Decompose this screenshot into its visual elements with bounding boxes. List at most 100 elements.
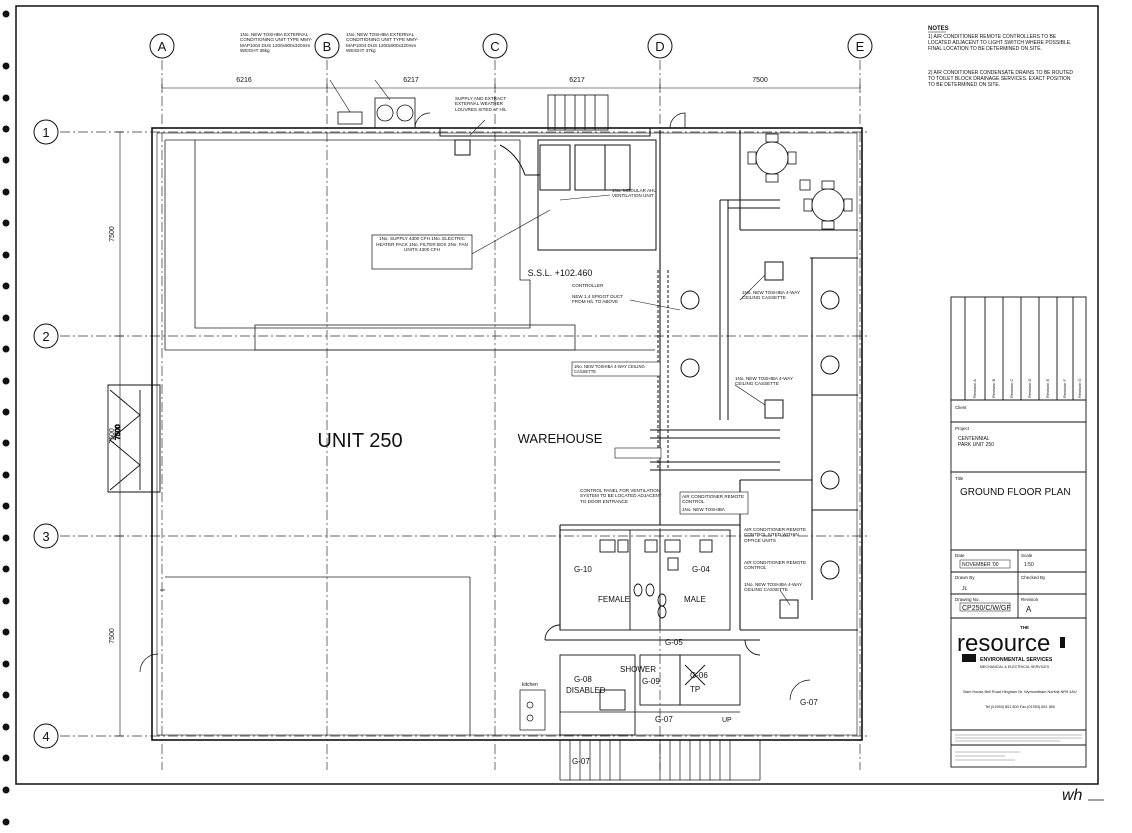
note-ac-unit-b: 1No. NEW TOSHIBA EXTERNAL CONDITIONING U… [240, 32, 313, 54]
title-label: Title [955, 476, 964, 481]
svg-text:G-07: G-07 [800, 698, 818, 707]
drawn-value: JL [962, 586, 968, 592]
note-ac-unit-c: 1No. NEW TOSHIBA EXTERNAL CONDITIONING U… [346, 32, 419, 54]
company-address: Barn House Bell Road Hingham Nr. Wymondh… [963, 690, 1077, 694]
building-walls [151, 127, 863, 741]
company-name: resource [957, 630, 1050, 657]
note-new-ductwork: NEW 1.4 SPIGOT DUCT FROM H/L TO ABOVE [572, 294, 623, 305]
external-plant [337, 94, 686, 131]
room-g08: G-08 [574, 675, 592, 684]
note-item-2: 2) AIR CONDITIONER CONDENSATE DRAINS TO … [928, 70, 1074, 88]
note-modular-unit: 1No. MODULAR AHU VENTILATION UNIT [612, 188, 657, 199]
revision-d: Revision D [1027, 379, 1032, 398]
grid-col-a: A [158, 39, 167, 54]
column-dimensions [161, 84, 861, 92]
scale-value: 1:50 [1024, 562, 1034, 568]
revision-value: A [1026, 605, 1032, 614]
room-tp: TP [690, 685, 700, 694]
note-ac-remote: AIR CONDITIONER REMOTE CONTROL [682, 494, 745, 505]
project-label: Project [955, 426, 970, 431]
note-supply-extract: SUPPLY AND EXTRACT EXTERNAL WEATHER LOUV… [455, 96, 507, 112]
dim-12: 7500 [109, 226, 116, 242]
notes-title: NOTES [928, 26, 949, 32]
note-cassette-1: 1No. NEW TOSHIBA 4-WAY CEILING CASSETTE [742, 290, 800, 301]
fine-print [955, 734, 1082, 761]
note-new-toshiba: 1No. NEW TOSHIBA [682, 507, 725, 512]
row-bubbles: 1 2 3 4 [33, 119, 59, 749]
scale-label: Scale [1021, 553, 1033, 558]
grid-col-e: E [856, 39, 865, 54]
room-g06: G-06 [690, 671, 708, 680]
signature: wh [1062, 787, 1083, 804]
room-shower: SHOWER [620, 665, 656, 674]
note-ac-remote-2: AIR CONDITIONER REMOTE CONTROL SITED WIT… [744, 527, 807, 543]
room-g04: G-04 [692, 565, 710, 574]
note-item-1: 1) AIR CONDITIONER REMOTE CONTROLLERS TO… [928, 34, 1072, 52]
grid-row-2: 2 [42, 329, 49, 344]
note-controller: CONTROLLER [572, 283, 604, 288]
drawn-label: Drawn By [955, 575, 975, 580]
room-g09: G-09 [642, 677, 660, 686]
title-block [950, 296, 1087, 768]
column-bubbles: A B C D E [149, 33, 873, 59]
drawing-no-label: Drawing No. [955, 597, 980, 602]
checked-label: Checked By [1021, 575, 1046, 580]
fan-schedule-text: 1No. SUPPLY 4300 CFH 1No. ELECTRIC HEATE… [376, 236, 468, 252]
dim-34: 7500 [109, 628, 116, 644]
revision-a: Revision A [972, 379, 977, 398]
company-contact: Tel (01953) 851 800 Fax (01953) 851 850 [984, 705, 1056, 709]
note-cassette-3: 1No. NEW TOSHIBA 4-WAY CEILING CASSETTE [735, 376, 793, 387]
dim-cd: 6217 [569, 77, 585, 84]
svg-text:7500: 7500 [115, 424, 122, 440]
room-male: MALE [684, 595, 706, 604]
stair-up: UP [722, 717, 732, 724]
revision-b: Revision B [991, 379, 996, 398]
revision-e: Revision E [1045, 379, 1050, 398]
room-g10: G-10 [574, 565, 592, 574]
client-label: Client [955, 405, 967, 410]
dim-23: 7500 [109, 428, 116, 444]
revision-g: Revision G [1077, 378, 1082, 398]
revision-columns: Revision A Revision B Revision C Revisio… [972, 378, 1082, 398]
mezzanine-outline [160, 139, 655, 735]
revision-label: Revision [1021, 597, 1039, 602]
project-value: CENTENNIAL PARK UNIT 250 [958, 436, 994, 448]
ssl-label: S.S.L. +102.460 [528, 268, 593, 278]
note-control-panel: CONTROL PANEL FOR VENTILATION SYSTEM TO … [580, 488, 662, 504]
dim-ab: 6216 [236, 77, 252, 84]
revision-f: Revision F [1062, 379, 1067, 398]
note-ceiling-sm: 1No. NEW TOSHIBA 4-WAY CEILING CASSETTE [744, 582, 802, 593]
leader-lines [329, 79, 791, 606]
room-kitchen: kitchen [522, 682, 538, 688]
room-disabled: DISABLED [566, 686, 606, 695]
date-value: NOVEMBER '00 [962, 562, 999, 568]
sheet-border [15, 5, 1099, 785]
revision-c: Revision C [1009, 379, 1014, 398]
grid-row-1: 1 [42, 125, 49, 140]
grid-col-c: C [490, 39, 499, 54]
row-dimensions [116, 131, 124, 737]
note-ac-remote-3: AIR CONDITIONER REMOTE CONTROL [744, 560, 807, 571]
note-cassette-2: 1No. NEW TOSHIBA 4-WAY CEILING CASSETTE [574, 364, 645, 374]
callout-boxes [571, 361, 749, 515]
warehouse-label: WAREHOUSE [518, 431, 603, 446]
entrance-canopy: 7500 [107, 384, 161, 493]
company-tag: THE [1020, 625, 1029, 630]
office-partitions [559, 130, 858, 631]
dim-de: 7500 [752, 77, 768, 84]
drawing-no-value: CP250/C/W/GF [962, 605, 1011, 612]
meeting-furniture [747, 133, 853, 230]
grid-col-b: B [323, 39, 332, 54]
unit-label: UNIT 250 [317, 430, 402, 452]
room-labels: G-10 G-04 FEMALE MALE G-05 G-08 DISABLED… [522, 565, 732, 766]
grid-col-d: D [655, 39, 664, 54]
drawing-title: GROUND FLOOR PLAN [960, 487, 1071, 498]
fan-schedule-box [371, 234, 473, 270]
binder-holes [2, 10, 10, 826]
room-g07-left: G-07 [572, 757, 590, 766]
room-female: FEMALE [598, 595, 630, 604]
room-g07-mid: G-07 [655, 715, 673, 724]
dim-bc: 6217 [403, 77, 419, 84]
